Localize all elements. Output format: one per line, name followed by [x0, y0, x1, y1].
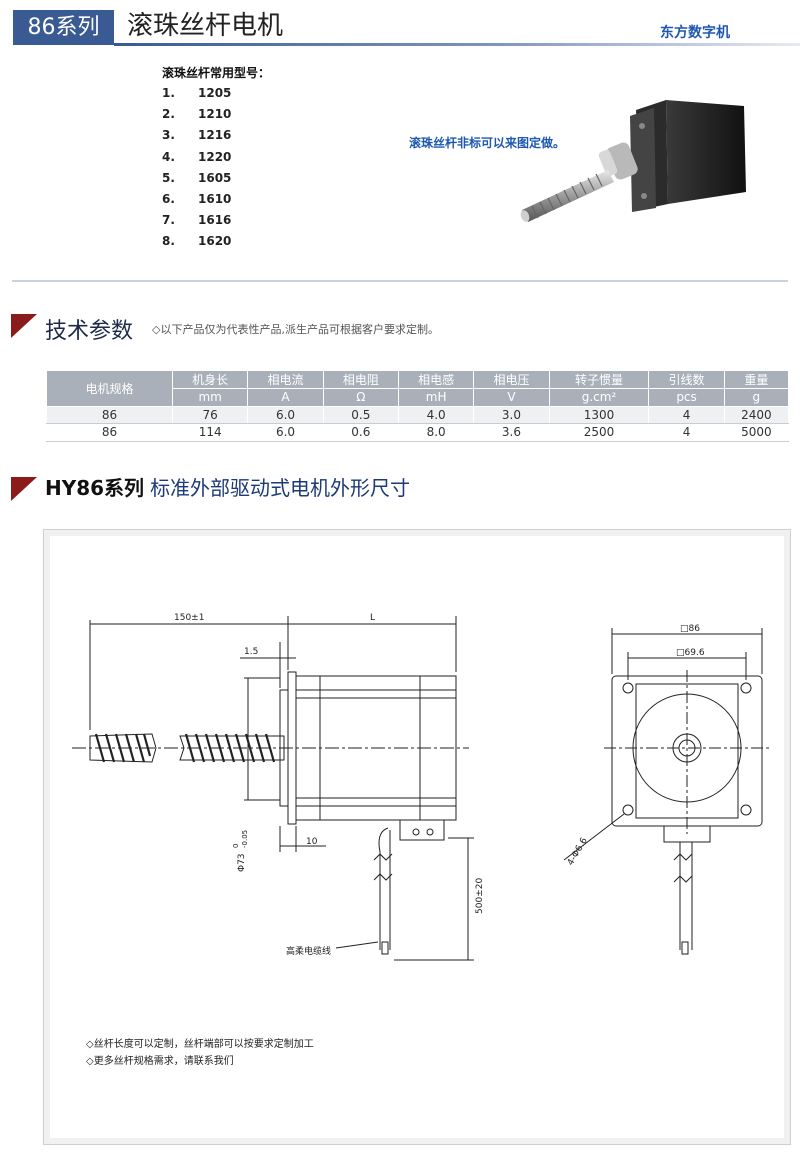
custom-note: 滚珠丝杆非标可以来图定做。 — [409, 136, 566, 150]
model-number: 8. — [162, 234, 175, 249]
section-marker-icon — [11, 477, 37, 501]
footnotes: ◇丝杆长度可以定制，丝杆端部可以按要求定制加工 ◇更多丝杆规格需求，请联系我们 — [86, 1035, 314, 1069]
list-item: 1. 1205 — [162, 86, 270, 107]
model-number: 2. — [162, 107, 175, 122]
table-cell: 0.5 — [322, 405, 399, 424]
dim-lead-length: 500±20 — [475, 878, 485, 914]
model-number: 4. — [162, 149, 175, 164]
list-item: 8. 1620 — [162, 234, 270, 255]
table-header-cell: 机身长 — [171, 370, 249, 389]
table-cell: 6.0 — [247, 405, 324, 424]
table-cell: 3.0 — [473, 405, 550, 424]
section-divider — [12, 280, 788, 282]
header-rule — [114, 43, 800, 46]
series-tag: 86系列 — [13, 10, 114, 45]
outline-title: HY86系列标准外部驱动式电机外形尺寸 — [45, 472, 410, 501]
model-number: 1. — [162, 86, 175, 100]
model-code: 1610 — [198, 191, 232, 206]
table-cell: 2400 — [723, 405, 790, 424]
dim-shaft-length: 150±1 — [174, 613, 204, 623]
table-header-cell: 转子惯量 — [548, 370, 650, 389]
table-cell: 5000 — [723, 423, 790, 442]
table-unit-cell: Ω — [322, 388, 399, 407]
table-unit-cell: g — [723, 388, 790, 407]
model-code: 1210 — [198, 107, 232, 122]
table-cell: 0.6 — [322, 423, 399, 442]
dim-flange-thickness: 1.5 — [244, 647, 258, 657]
list-item: 4. 1220 — [162, 150, 270, 171]
table-cell: 4.0 — [397, 405, 475, 424]
model-list: 滚珠丝杆常用型号： 1. 1205 2. 1210 3. 1216 4. 1220 5. 1605… — [162, 64, 270, 256]
table-cell: 4 — [648, 423, 725, 442]
model-number: 7. — [162, 213, 175, 228]
page-header: 86系列 滚珠丝杆电机 东方数字机 — [0, 0, 800, 50]
table-header-row: 电机规格 机身长相电流相电阻相电感相电压转子惯量引线数重量 — [46, 370, 790, 407]
table-cell: 3.6 — [473, 423, 550, 442]
dimension-drawing: 150±1 L 1.5 10 Φ73 0 -0.05 500±20 高柔电缆线 … — [72, 613, 772, 961]
model-code: 1620 — [198, 234, 232, 249]
table-cell: 86 — [46, 423, 173, 442]
table-cell: 114 — [171, 423, 249, 442]
list-item: 3. 1216 — [162, 128, 270, 149]
dim-hole-pitch: □69.6 — [676, 648, 705, 658]
footnote: ◇丝杆长度可以定制，丝杆端部可以按要求定制加工 — [86, 1039, 314, 1050]
model-number: 3. — [162, 128, 175, 143]
list-item: 2. 1210 — [162, 107, 270, 128]
section-marker-icon — [11, 314, 37, 338]
table-unit-cell: A — [247, 388, 324, 407]
dim-boss-tol-upper: 0 — [232, 844, 240, 848]
table-header-cell: 电机规格 — [46, 370, 173, 407]
model-code: 1220 — [198, 149, 232, 164]
params-title: 技术参数 — [45, 319, 134, 344]
table-unit-cell: mm — [171, 388, 249, 407]
table-header-cell: 相电流 — [247, 370, 324, 389]
dim-mount-holes: 4-Φ6.6 — [566, 836, 590, 868]
table-unit-cell: pcs — [648, 388, 725, 407]
dim-frame-size: □86 — [680, 624, 700, 634]
cable-label: 高柔电缆线 — [286, 945, 331, 957]
table-cell: 76 — [171, 405, 249, 424]
table-header-cell: 相电阻 — [322, 370, 399, 389]
page-title: 滚珠丝杆电机 — [127, 11, 284, 41]
list-item: 5. 1605 — [162, 171, 270, 192]
table-cell: 2500 — [548, 423, 650, 442]
model-list-title: 滚珠丝杆常用型号： — [162, 66, 271, 80]
table-cell: 4 — [648, 405, 725, 424]
table-unit-cell: mH — [397, 388, 475, 407]
params-note: ◇以下产品仅为代表性产品,派生产品可根据客户要求定制。 — [152, 323, 439, 336]
table-cell: 8.0 — [397, 423, 475, 442]
dim-boss-diameter: Φ73 — [237, 853, 247, 872]
table-cell: 86 — [46, 405, 173, 424]
outline-subtitle: 标准外部驱动式电机外形尺寸 — [150, 476, 411, 500]
table-header-cell: 相电压 — [473, 370, 550, 389]
model-code: 1205 — [198, 86, 232, 100]
list-item: 6. 1610 — [162, 192, 270, 213]
list-item: 7. 1616 — [162, 213, 270, 234]
table-unit-cell: g.cm² — [548, 388, 650, 407]
table-header-cell: 重量 — [723, 370, 790, 389]
table-cell: 6.0 — [247, 423, 324, 442]
outline-drawing: 150±1 L 1.5 10 Φ73 0 -0.05 500±20 高柔电缆线 … — [43, 529, 791, 1145]
brand-name: 东方数字机 — [660, 25, 730, 41]
model-code: 1605 — [198, 170, 232, 185]
table-header-cell: 相电感 — [397, 370, 475, 389]
dim-boss-tol-lower: -0.05 — [241, 830, 249, 848]
dim-body-length: L — [370, 613, 375, 623]
table-unit-cell: V — [473, 388, 550, 407]
model-number: 5. — [162, 170, 175, 185]
model-number: 6. — [162, 191, 175, 206]
outline-series: HY86系列 — [45, 476, 145, 500]
model-code: 1616 — [198, 213, 232, 228]
table-header-cell: 引线数 — [648, 370, 725, 389]
table-cell: 1300 — [548, 405, 650, 424]
product-photo — [520, 100, 746, 222]
dim-boss-length: 10 — [306, 837, 318, 847]
model-code: 1216 — [198, 128, 232, 143]
footnote: ◇更多丝杆规格需求，请联系我们 — [86, 1056, 234, 1067]
